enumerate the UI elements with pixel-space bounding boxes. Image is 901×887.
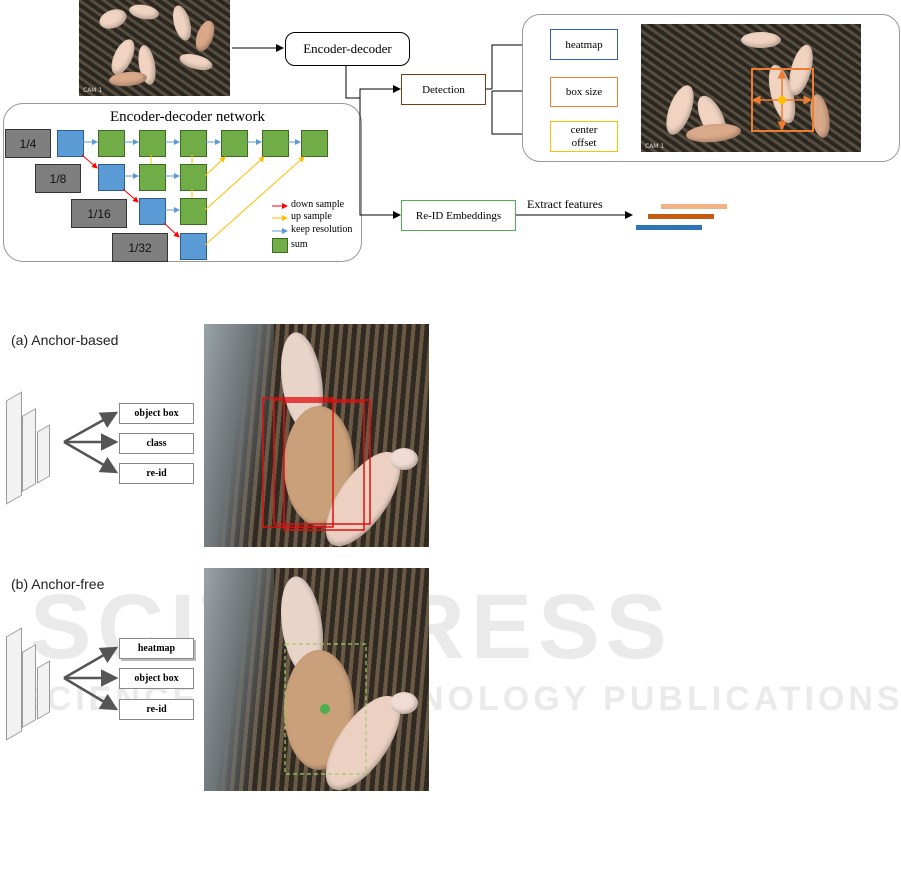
anchor-free-box-overlay bbox=[284, 643, 367, 775]
box-size-head-box: box size bbox=[550, 77, 618, 107]
anchor-boxes-overlay bbox=[262, 397, 371, 531]
decoder-block bbox=[262, 130, 289, 157]
anchor-free-output-heatmap: heatmap bbox=[119, 638, 194, 659]
encoder-block-1-4 bbox=[57, 130, 84, 157]
anchor-based-output-reid: re-id bbox=[119, 463, 194, 484]
decoder-block bbox=[98, 130, 125, 157]
legend-up-sample: up sample bbox=[291, 211, 332, 222]
anchor-free-title: (b) Anchor-free bbox=[11, 576, 105, 592]
output-cam-label: CAM 1 bbox=[645, 143, 665, 150]
anchor-based-output-object-box: object box bbox=[119, 403, 194, 424]
scale-label-1-32: 1/32 bbox=[112, 233, 168, 262]
decoder-block bbox=[180, 164, 207, 191]
anchor-free-output-object-box: object box bbox=[119, 668, 194, 689]
detection-box: Detection bbox=[401, 74, 486, 105]
feature-bar-3 bbox=[636, 225, 702, 230]
anchor-free-output-reid: re-id bbox=[119, 699, 194, 720]
decoder-block bbox=[180, 130, 207, 157]
reid-embeddings-box: Re-ID Embeddings bbox=[401, 200, 516, 231]
legend-sum: sum bbox=[291, 239, 308, 250]
network-title: Encoder-decoder network bbox=[110, 109, 266, 125]
encoder-block-1-8 bbox=[98, 164, 125, 191]
encoder-block-1-32 bbox=[180, 233, 207, 260]
legend-keep-resolution: keep resolution bbox=[291, 224, 353, 235]
decoder-block bbox=[301, 130, 328, 157]
scale-label-1-16: 1/16 bbox=[71, 199, 127, 228]
input-cam-label: CAM 1 bbox=[83, 87, 103, 94]
anchor-based-pen-image bbox=[204, 324, 429, 547]
anchor-based-branch-arrows bbox=[63, 411, 119, 474]
anchor-free-branch-arrows bbox=[63, 646, 119, 711]
anchor-based-output-class: class bbox=[119, 433, 194, 454]
decoder-block bbox=[180, 198, 207, 225]
scale-label-1-4: 1/4 bbox=[5, 129, 51, 158]
legend-sum-swatch bbox=[272, 238, 288, 253]
legend-down-sample: down sample bbox=[291, 199, 345, 210]
encoder-block-1-16 bbox=[139, 198, 166, 225]
anchor-free-pen-image bbox=[204, 568, 429, 791]
encoder-decoder-box: Encoder-decoder bbox=[285, 32, 410, 66]
input-frame-image: CAM 1 bbox=[79, 0, 230, 96]
detected-box-overlay bbox=[751, 68, 814, 132]
scale-label-1-8: 1/8 bbox=[35, 164, 81, 193]
decoder-block bbox=[139, 130, 166, 157]
feature-bar-2 bbox=[648, 214, 714, 219]
extract-features-label: Extract features bbox=[527, 197, 603, 211]
decoder-block bbox=[139, 164, 166, 191]
anchor-based-title: (a) Anchor-based bbox=[11, 332, 119, 348]
decoder-block bbox=[221, 130, 248, 157]
center-offset-head-box: center offset bbox=[550, 121, 618, 152]
feature-bar-1 bbox=[661, 204, 727, 209]
heatmap-head-box: heatmap bbox=[550, 29, 618, 60]
output-frame-image: CAM 1 bbox=[641, 24, 861, 152]
